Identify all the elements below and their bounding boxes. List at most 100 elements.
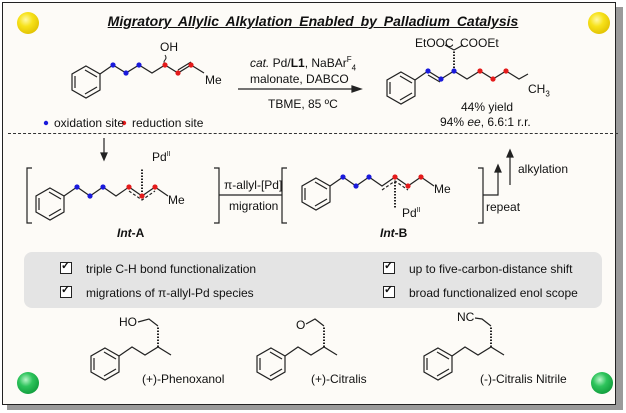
ox-dot [100,184,106,190]
ox-dot [87,193,93,199]
migration-bottom: migration [229,199,279,213]
cat-italic: cat. [250,56,270,70]
figure-frame [2,2,616,405]
int-b-prefix: Int [380,226,395,240]
substrate-structure [71,54,205,99]
int-a-pd: PdII [152,150,171,164]
feature-item: triple C-H bond functionalization [60,259,257,276]
me-label: Me [205,73,222,87]
red-dot [503,68,509,74]
ox-dot [340,174,346,180]
features-box [24,252,602,308]
figure-title: Migratory Allylic Alkylation Enabled by … [107,13,519,29]
red-dot [418,174,424,180]
corner-ball-bottom-left [17,372,39,394]
down-arrow-head [100,152,108,162]
int-a-label: Int-A [117,226,144,240]
int-a-structure [35,168,169,221]
target-group: HO [119,315,137,329]
checkbox-icon [383,259,395,274]
target-name: (-)-Citralis Nitrile [480,372,567,386]
target-name: (+)-Citralis [311,372,367,386]
red-dot [152,184,158,190]
product-ee: 94% ee, 6.6:1 r.r. [440,115,531,129]
feature-item: broad functionalized enol scope [383,283,578,300]
alkylation-label: alkylation [518,162,569,176]
ox-dot [366,174,372,180]
substrate-double-bond [177,61,192,71]
ox-dot [438,76,444,82]
product-structure [386,44,529,105]
feature-text: up to five-carbon-distance shift [409,262,573,276]
ox-dot [136,62,142,68]
corner-ball-top-left [17,12,39,34]
repeat-line [483,170,499,196]
red-dot [405,183,411,189]
ox-dot [74,184,80,190]
checkbox-icon [60,283,72,298]
section-divider [8,133,618,134]
red-dot [162,62,168,68]
allyl-dash-b [381,180,409,191]
ee-value: 94% [440,115,468,129]
repeat-arrow-head [494,163,502,173]
red-dot [392,174,398,180]
target-citralis-nitrile [423,317,505,381]
reaction-arrow-head [351,85,363,93]
int-b-structure [301,176,435,211]
ox-dot [451,68,457,74]
ox-dot [110,62,116,68]
ch3-text: CH [528,82,546,96]
pd-ox: II [416,207,421,214]
bracket-b-right [478,167,484,224]
bracket-b-left [281,167,287,224]
red-dot [126,184,132,190]
checkbox-icon [383,283,395,298]
feature-text: broad functionalized enol scope [409,286,578,300]
product-yield: 44% yield [461,100,514,114]
rr-value: , 6.6:1 r.r. [480,115,531,129]
migration-top: π-allyl-[Pd] [224,178,283,192]
pd-text: Pd/ [269,56,291,70]
int-b-label: Int-B [380,226,407,240]
target-group: O [296,318,306,332]
corner-ball-top-right [588,12,610,34]
pd: Pd [152,150,167,164]
feature-item: up to five-carbon-distance shift [383,259,573,276]
feature-text: triple C-H bond functionalization [86,262,257,276]
red-dot [490,76,496,82]
target-citralis [256,318,338,381]
product-double-bond [427,74,441,83]
legend-ox-dot [43,120,49,126]
bracket-a-right [214,167,220,224]
oh-label: OH [160,40,178,54]
ox-dot [353,183,359,189]
int-a-prefix: Int [117,226,132,240]
conditions-line1: cat. Pd/L1, NaBArF4 [250,55,356,72]
ee-italic: ee [467,115,481,129]
sub-4: 4 [351,63,357,73]
product-ester-left: EtOOC [415,36,454,50]
conditions-line2: malonate, DABCO [250,72,349,86]
ch3-sub: 3 [545,89,550,99]
product-ch3: CH3 [528,82,550,98]
corner-ball-bottom-right [591,372,613,394]
bracket-a-left [26,167,32,224]
int-b-pd: PdII [402,206,421,220]
pd-ox: II [166,151,171,158]
red-dot [188,62,194,68]
sup-f: F [346,55,352,64]
red-dot [139,193,145,199]
int-b-me: Me [434,182,451,196]
legend-reduction: reduction site [132,116,204,130]
site-dots [43,62,509,199]
feature-text: migrations of π-allyl-Pd species [86,286,254,300]
target-name: (+)-Phenoxanol [142,372,225,386]
red-dot [175,70,181,76]
ox-dot [425,68,431,74]
target-group: NC [457,310,475,324]
ligand: L1 [290,56,305,70]
target-phenoxanol [90,318,172,381]
int-b-suffix: -B [394,226,408,240]
